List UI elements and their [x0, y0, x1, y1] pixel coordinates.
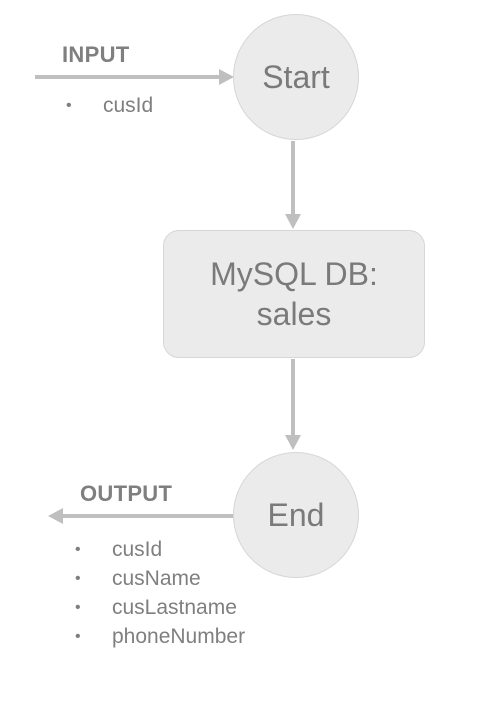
- bullet-icon: •: [75, 541, 81, 558]
- output-list: • cusId • cusName • cusLastname • phoneN…: [75, 535, 245, 651]
- list-item: • cusId: [66, 91, 153, 120]
- bullet-icon: •: [75, 570, 81, 587]
- output-item-label: cusName: [112, 567, 201, 590]
- output-arrowhead: [48, 508, 63, 524]
- bullet-icon: •: [75, 628, 81, 645]
- end-node: End: [233, 452, 359, 578]
- input-arrowhead: [219, 69, 234, 85]
- start-to-db-arrowhead: [285, 214, 301, 229]
- start-node-label: Start: [262, 58, 330, 95]
- list-item: • cusId: [75, 535, 245, 564]
- list-item: • cusLastname: [75, 593, 245, 622]
- database-node: MySQL DB: sales: [163, 230, 425, 358]
- database-node-name: sales: [256, 296, 332, 332]
- input-item-label: cusId: [103, 94, 154, 117]
- output-item-label: phoneNumber: [112, 625, 246, 648]
- end-node-label: End: [267, 496, 325, 533]
- list-item: • phoneNumber: [75, 622, 245, 651]
- database-node-title: MySQL DB:: [210, 256, 378, 292]
- bullet-icon: •: [75, 599, 81, 616]
- start-node: Start: [233, 14, 359, 140]
- output-label: OUTPUT: [80, 481, 173, 506]
- input-list: • cusId: [66, 91, 153, 120]
- list-item: • cusName: [75, 564, 245, 593]
- output-item-label: cusId: [112, 538, 163, 561]
- output-item-label: cusLastname: [112, 596, 237, 619]
- input-label: INPUT: [62, 42, 130, 67]
- bullet-icon: •: [66, 97, 72, 114]
- db-to-end-arrowhead: [285, 435, 301, 450]
